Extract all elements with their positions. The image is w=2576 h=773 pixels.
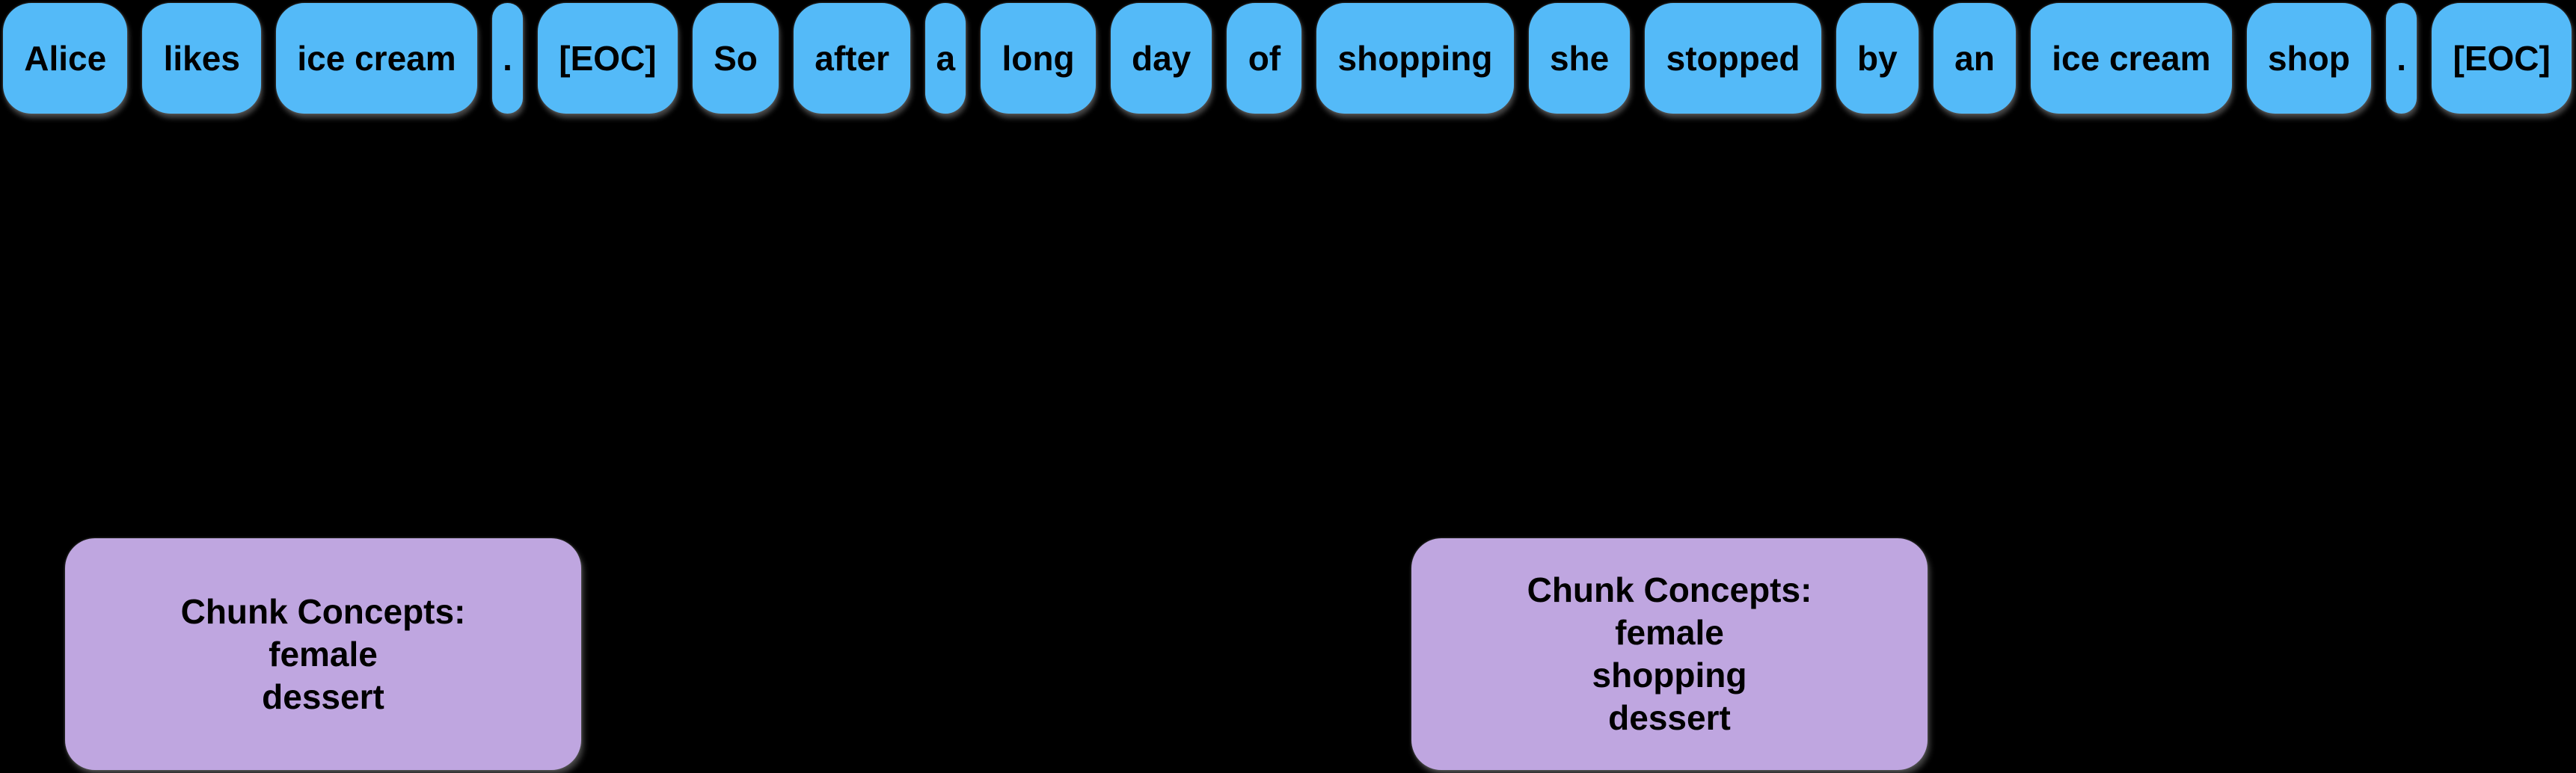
token-box: likes bbox=[142, 3, 262, 114]
token-box: . bbox=[491, 3, 524, 114]
token-box: she bbox=[1528, 3, 1631, 114]
token-box: Alice bbox=[3, 3, 128, 114]
chunk-concept: shopping bbox=[1592, 656, 1747, 695]
chunk-concept: female bbox=[269, 634, 378, 674]
token-box: [EOC] bbox=[2432, 3, 2572, 114]
token-box: of bbox=[1227, 3, 1302, 114]
chunk-concept: dessert bbox=[1608, 698, 1731, 737]
chunk-concept: female bbox=[1615, 613, 1724, 652]
token-box: an bbox=[1933, 3, 2017, 114]
chunk-concepts-title: Chunk Concepts: bbox=[180, 591, 466, 631]
token-box: So bbox=[692, 3, 779, 114]
token-box: shopping bbox=[1316, 3, 1514, 114]
token-box: a bbox=[925, 3, 966, 114]
token-box: long bbox=[981, 3, 1096, 114]
token-box: [EOC] bbox=[538, 3, 678, 114]
token-box: after bbox=[794, 3, 911, 114]
chunk-concept: dessert bbox=[262, 677, 384, 716]
token-box: stopped bbox=[1645, 3, 1821, 114]
chunk-concepts-title: Chunk Concepts: bbox=[1527, 570, 1812, 609]
token-box: by bbox=[1836, 3, 1919, 114]
token-box: day bbox=[1110, 3, 1212, 114]
token-box: shop bbox=[2246, 3, 2372, 114]
token-box: . bbox=[2386, 3, 2417, 114]
token-box: ice cream bbox=[276, 3, 477, 114]
token-box: ice cream bbox=[2031, 3, 2232, 114]
